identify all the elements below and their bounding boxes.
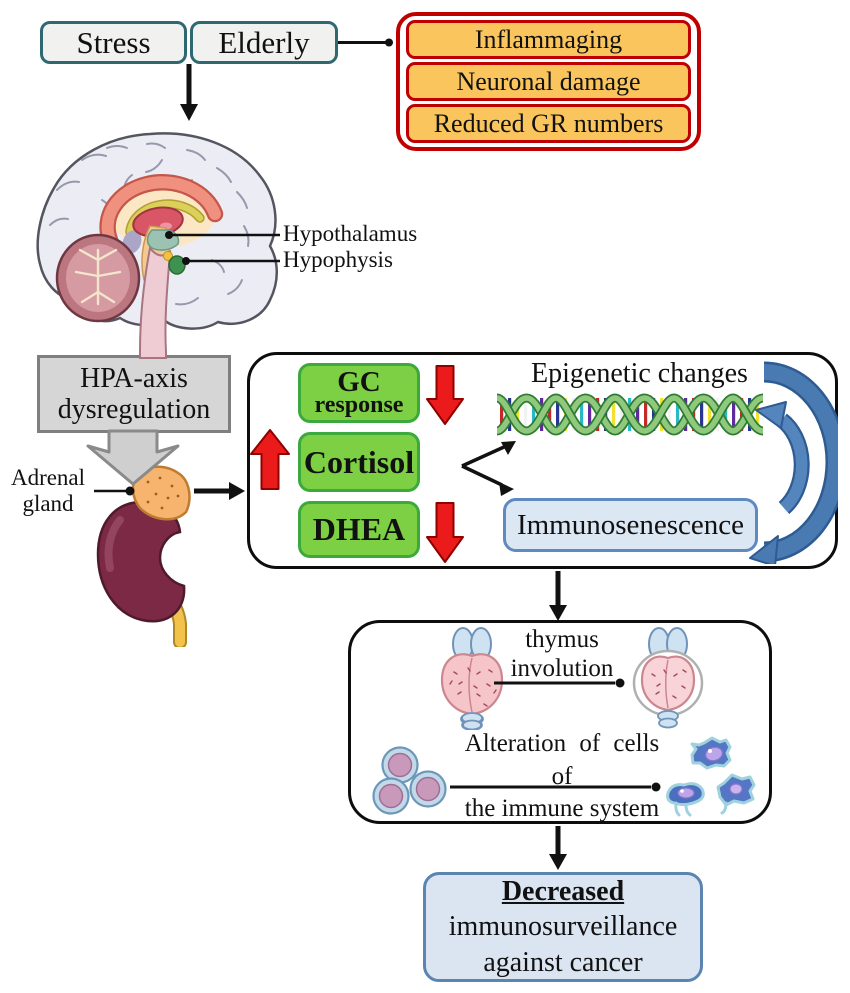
outcome-line3: against cancer (483, 946, 643, 978)
cycle-arrow-outer-head (749, 535, 779, 564)
arrow-stress-to-brain (180, 64, 198, 121)
cortisol-label: Cortisol (303, 443, 415, 480)
immunosenescence-box: Immunosenescence (503, 498, 758, 552)
outcome-box: Decreased immunosurveillance against can… (423, 872, 703, 982)
adrenal-line2: gland (22, 491, 74, 517)
thymus-speckles (651, 669, 687, 699)
hpa-line2: dysregulation (57, 394, 211, 425)
thymus-line2: involution (510, 654, 614, 682)
reduced-gr-box: Reduced GR numbers (406, 104, 691, 143)
macrophage-cells-icon (666, 736, 756, 817)
cell (381, 746, 419, 784)
cycle-arrow-outer (763, 364, 838, 560)
hypothalamus-region (146, 229, 180, 251)
dna-helix-icon (497, 393, 763, 436)
aging-effects-group: Inflammaging Neuronal damage Reduced GR … (396, 12, 701, 151)
inflammaging-label: Inflammaging (474, 24, 623, 54)
dhea-box: DHEA (298, 501, 420, 558)
mammillary-body (163, 251, 173, 261)
gc-line1: GC (337, 366, 381, 399)
hypophysis-region (168, 255, 186, 275)
kidney (96, 500, 186, 623)
alteration-label: Alteration of cells of the immune system (448, 728, 676, 826)
gc-line2: response (314, 392, 404, 419)
immunosenescence-label: Immunosenescence (516, 508, 745, 541)
arbor-vitae (74, 248, 122, 306)
cycle-arrow-inner (778, 415, 808, 513)
cell (409, 770, 447, 808)
cell (716, 773, 756, 815)
thymus-line1: thymus (525, 626, 599, 653)
cycle-arrow-inner-head (755, 401, 787, 429)
cell (372, 777, 410, 815)
thymus-icon (440, 627, 504, 730)
dna-strands (497, 393, 763, 436)
hypophysis-label: Hypophysis (283, 247, 393, 272)
alteration-line1: Alteration of cells of (464, 730, 660, 790)
hpa-dysregulation-box: HPA-axis dysregulation (37, 355, 231, 433)
neuronal-damage-box: Neuronal damage (406, 62, 691, 101)
adrenal-gland-label: Adrenal gland (4, 465, 92, 518)
corpus-callosum (101, 176, 221, 246)
epigenetic-changes-label: Epigenetic changes (531, 358, 748, 389)
brain-illustration (36, 132, 278, 359)
adrenal-line1: Adrenal (10, 465, 86, 490)
inflammaging-box: Inflammaging (406, 20, 691, 59)
stress-label: Stress (76, 24, 151, 60)
elderly-risk-connector (338, 38, 393, 47)
gc-response-box: GC response (298, 363, 420, 423)
hypothalamus-label: Hypothalamus (283, 221, 418, 246)
thymus-involution-label: thymus involution (498, 626, 626, 684)
thymus-speckles (449, 667, 497, 707)
alteration-line2: the immune system (464, 795, 660, 822)
outcome-line1: Decreased (501, 876, 625, 908)
elderly-box: Elderly (190, 21, 338, 64)
stress-box: Stress (40, 21, 187, 64)
kidney-highlight (104, 516, 124, 572)
cell (690, 736, 732, 770)
arrow-panel-to-immune (549, 571, 567, 621)
neuronal-damage-label: Neuronal damage (456, 66, 641, 96)
reduced-gr-label: Reduced GR numbers (433, 108, 664, 138)
elderly-label: Elderly (218, 24, 310, 60)
hpa-line1: HPA-axis (80, 362, 188, 394)
outcome-line2: immunosurveillance (448, 911, 678, 943)
cortisol-box: Cortisol (298, 432, 420, 492)
involuted-thymus-icon (632, 627, 704, 729)
cycle-arrows-icon (749, 361, 838, 564)
cell (666, 782, 705, 817)
adrenal-gland-illustration (96, 465, 191, 647)
arrow-immune-to-outcome (549, 826, 567, 870)
lymphocyte-cells-icon (372, 746, 447, 815)
dhea-label: DHEA (312, 511, 406, 547)
